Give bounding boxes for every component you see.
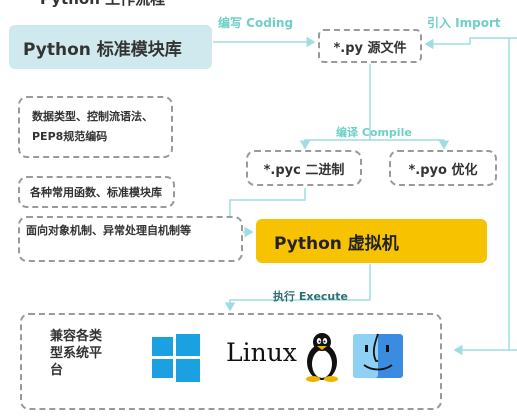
import-label: 引入 Import — [427, 16, 501, 30]
feature-syntax: 数据类型、控制流语法、PEP8规范编码 — [18, 96, 173, 158]
python-vm-box: Python 虚拟机 — [256, 219, 487, 263]
linux-text: Linux — [226, 338, 297, 367]
source-file-box: *.py 源文件 — [318, 29, 422, 63]
pyc-box: *.pyc 二进制 — [246, 150, 362, 186]
import-arrow — [424, 37, 517, 50]
pyo-box: *.pyo 优化 — [389, 150, 497, 186]
coding-label: 编写 Coding — [218, 16, 294, 30]
feature-oop: 面向对象机制、异常处理自机制等 — [18, 216, 243, 262]
platforms-label: 兼容各类型系统平台 — [50, 329, 103, 378]
page-title: Python 工作流程 — [40, 0, 165, 9]
windows-icon — [152, 334, 200, 382]
execute-label: 执行 Execute — [273, 290, 348, 303]
tux-penguin-icon — [306, 333, 338, 382]
execute-arrow — [224, 264, 371, 312]
feature-functions: 各种常用函数、标准模块库 — [18, 176, 175, 208]
stdlib-box: Python 标准模块库 — [9, 25, 212, 69]
compile-arrow — [299, 64, 371, 150]
mac-finder-icon — [353, 333, 403, 378]
compile-label: 编译 Compile — [336, 126, 412, 139]
